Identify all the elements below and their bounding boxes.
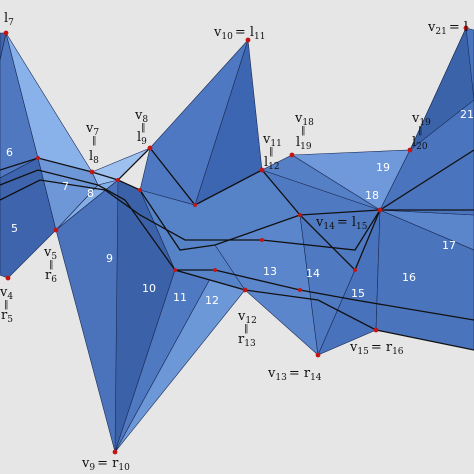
vertex-v4 [5, 275, 11, 281]
face-label-16: 16 [402, 271, 416, 284]
label-v19-eq: ‖ [418, 126, 423, 136]
faces [0, 26, 474, 454]
label-v11: v11 [262, 132, 282, 149]
edge-band-4 [117, 147, 381, 216]
vertex-l7 [3, 30, 9, 36]
vertex-v15 [373, 327, 379, 333]
vertex-v12 [242, 287, 248, 293]
label-v9: v9= r10 [81, 456, 130, 473]
face-label-5: 5 [11, 222, 18, 235]
vertex-v13 [315, 352, 321, 358]
face-number-labels: 6 5 7 8 9 10 11 12 13 14 15 16 17 18 19 … [6, 108, 474, 307]
face-label-17: 17 [442, 239, 456, 252]
label-r5: r5 [1, 308, 13, 325]
vertex-v9 [112, 449, 118, 455]
face-label-15: 15 [351, 287, 365, 300]
label-v8-eq: ‖ [141, 123, 146, 133]
vertex-g [298, 213, 302, 217]
label-v15: v15= r16 [349, 340, 404, 357]
label-v19: v19 [411, 111, 431, 128]
face-label-11: 11 [173, 291, 187, 304]
face-label-7: 7 [62, 180, 69, 193]
face-label-14: 14 [306, 267, 320, 280]
label-v4: v4 [0, 285, 13, 302]
vertex-e [173, 268, 177, 272]
face-left-top [0, 32, 7, 61]
vertex-labels: l7 v10= l11 v21= l v7 ‖ l8 v8 ‖ l9 v11 ‖… [0, 11, 468, 473]
face-label-12: 12 [205, 294, 219, 307]
label-v7: v7 [85, 121, 99, 138]
face-18 [261, 154, 381, 211]
face-label-10: 10 [142, 282, 156, 295]
vertex-h [353, 268, 357, 272]
vertex-v10 [245, 37, 251, 43]
label-v5-eq: ‖ [49, 260, 54, 270]
label-v12: v12 [237, 309, 257, 326]
vertex-c [138, 188, 142, 192]
vertex-v21 [463, 25, 469, 31]
vertex-a [36, 156, 40, 160]
label-l19: l19 [296, 135, 312, 152]
label-v18: v18 [294, 111, 314, 128]
face-label-19: 19 [376, 161, 390, 174]
label-v14: v14= l15 [315, 215, 368, 232]
label-v10: v10= l11 [213, 25, 265, 42]
label-l7: l7 [4, 11, 14, 28]
face-upper-right [409, 26, 474, 151]
label-v4-eq: ‖ [4, 300, 9, 310]
vertex-v19 [407, 147, 413, 153]
label-v18-eq: ‖ [301, 126, 306, 136]
face-label-9: 9 [106, 252, 113, 265]
label-l20: l20 [412, 135, 428, 152]
vertex-v18 [289, 152, 295, 158]
label-l9: l9 [137, 130, 147, 147]
face-label-18: 18 [365, 189, 379, 202]
label-l12: l12 [264, 155, 280, 172]
face-label-21: 21 [460, 108, 474, 121]
vertex-i [260, 238, 264, 242]
vertex-d [193, 203, 197, 207]
face-label-13: 13 [263, 265, 277, 278]
vertex-v14 [377, 207, 383, 213]
vertex-v11 [259, 167, 265, 173]
vertex-b [116, 178, 120, 182]
label-v13: v13= r14 [267, 366, 322, 383]
vertex-v5 [53, 227, 59, 233]
label-r13: r13 [238, 332, 256, 349]
vertex-j [298, 288, 302, 292]
face-5 [0, 157, 57, 279]
edge-band-1 [0, 149, 474, 272]
vertices [3, 25, 469, 455]
label-l8: l8 [89, 149, 99, 166]
label-v5: v5 [43, 245, 57, 262]
label-v7-eq: ‖ [92, 136, 97, 146]
face-8 [91, 147, 151, 186]
label-v11-eq: ‖ [269, 147, 274, 157]
vertex-v8 [147, 145, 153, 151]
label-v12-eq: ‖ [244, 324, 249, 334]
label-v21: v21= l [427, 20, 468, 37]
vertex-v7 [89, 169, 95, 175]
face-label-6: 6 [6, 146, 13, 159]
edge-band-3 [0, 179, 474, 251]
label-r6: r6 [45, 268, 57, 285]
label-v8: v8 [134, 108, 148, 125]
face-label-8: 8 [87, 187, 94, 200]
vertex-f [213, 268, 217, 272]
